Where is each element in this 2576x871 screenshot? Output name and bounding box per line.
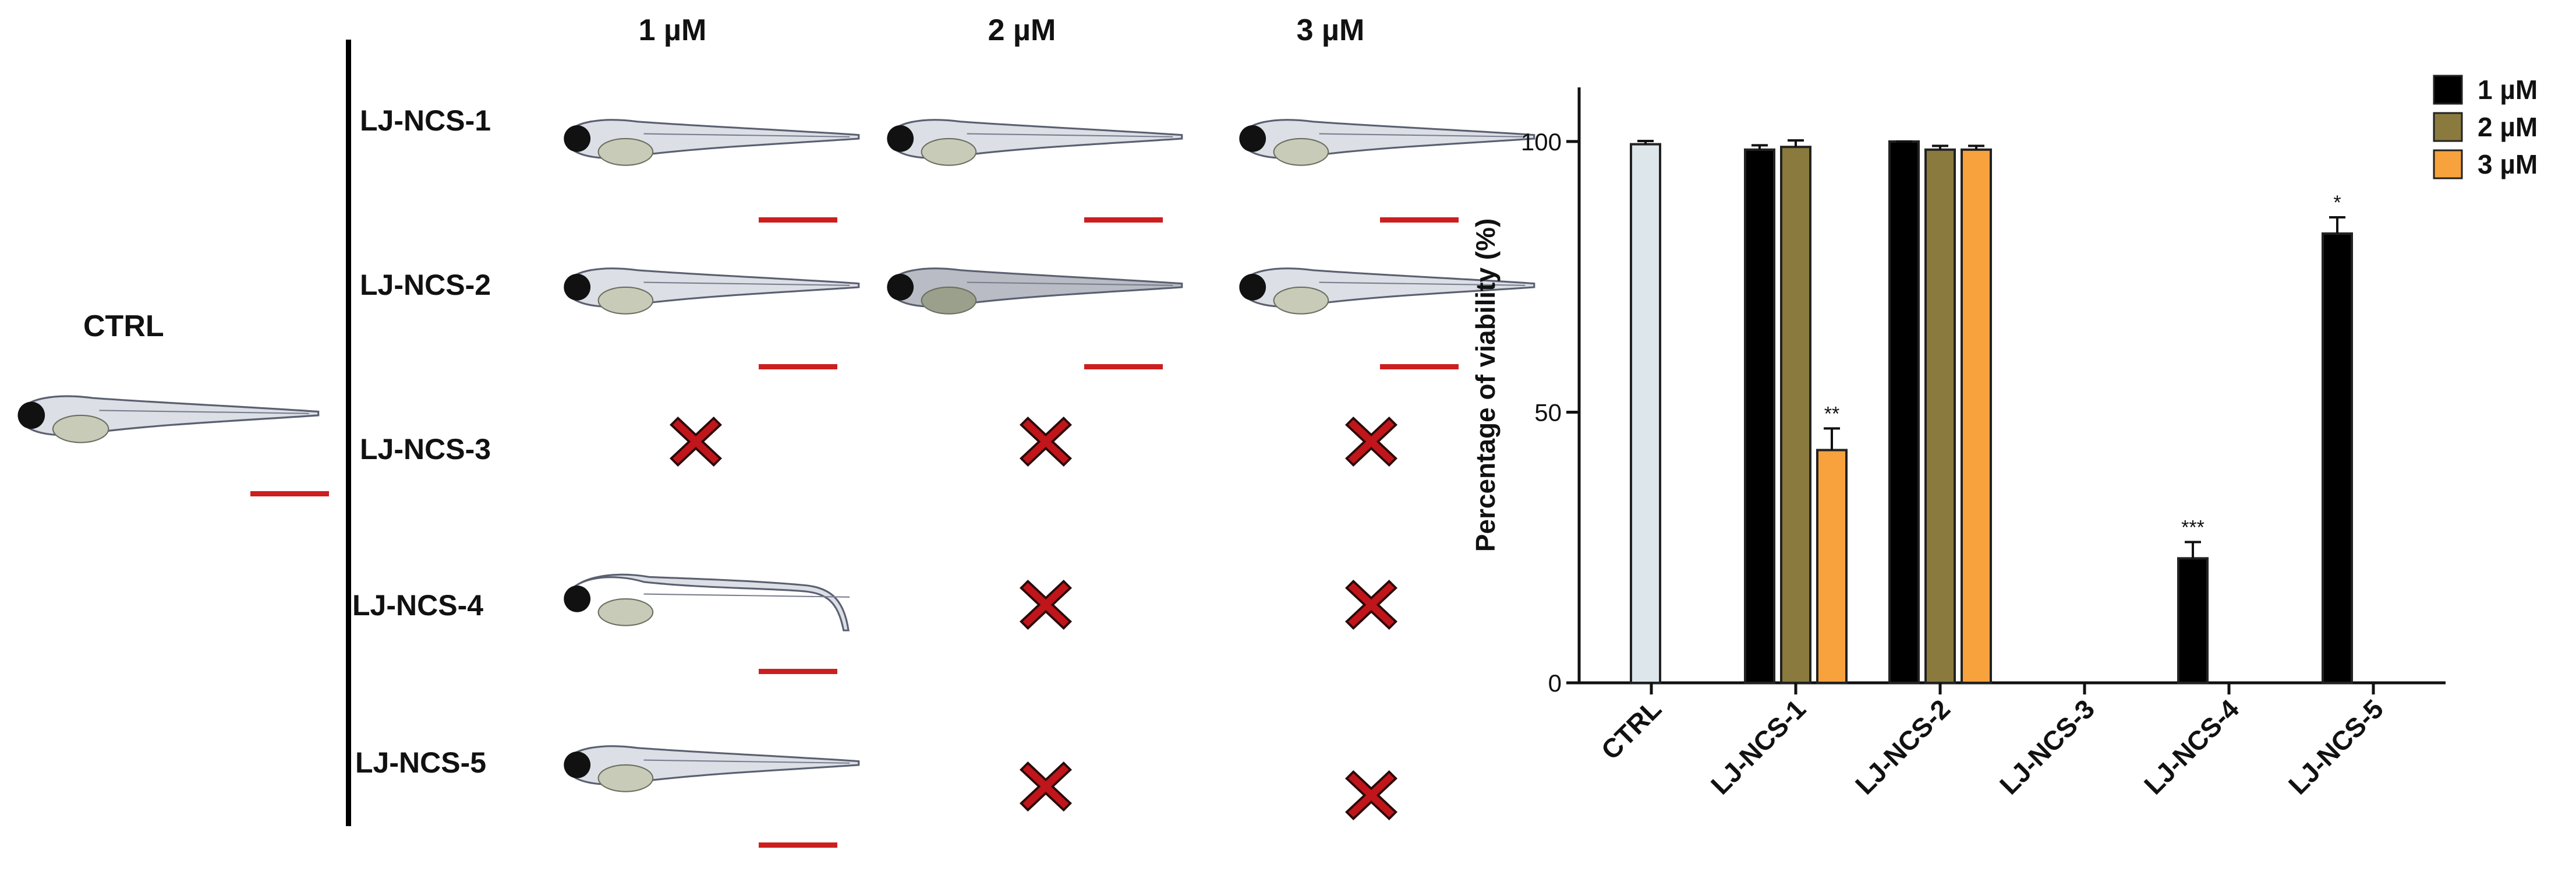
row-label-ljncs1: LJ-NCS-1 bbox=[360, 104, 491, 137]
zebrafish-image-r1-c1 bbox=[559, 102, 862, 181]
legend-swatch bbox=[2433, 75, 2463, 105]
zebrafish-image-r1-c3 bbox=[1234, 102, 1537, 181]
bar-lj-ncs-1-1 bbox=[1744, 148, 1775, 684]
y-tick-label: 0 bbox=[1548, 669, 1562, 697]
dead-x-mark-r5-c2 bbox=[1018, 759, 1074, 814]
dead-x-mark-r5-c3 bbox=[1343, 767, 1399, 823]
scale-bar bbox=[1380, 364, 1459, 369]
x-tick-label: LJ-NCS-3 bbox=[1994, 693, 2100, 800]
concentration-header-2: 2 µM bbox=[988, 13, 1056, 47]
y-tick-label: 50 bbox=[1534, 399, 1562, 426]
zebrafish-image-r1-c2 bbox=[882, 102, 1185, 181]
dead-x-mark-r3-c3 bbox=[1343, 414, 1399, 470]
dead-x-mark-r3-c1 bbox=[668, 414, 724, 470]
legend-label: 2 µM bbox=[2478, 112, 2538, 142]
dead-x-mark-r4-c3 bbox=[1343, 577, 1399, 633]
scale-bar bbox=[1380, 217, 1459, 223]
row-label-ljncs2: LJ-NCS-2 bbox=[360, 269, 491, 301]
zebrafish-image-r2-c2 bbox=[882, 251, 1185, 329]
scale-bar bbox=[759, 217, 837, 223]
zebrafish-image-r2-c3 bbox=[1234, 251, 1537, 329]
concentration-header-3: 3 µM bbox=[1296, 13, 1365, 47]
x-tick-label: LJ-NCS-2 bbox=[1849, 693, 1956, 800]
row-label-ljncs5: LJ-NCS-5 bbox=[355, 746, 487, 779]
zebrafish-image-r5-c1 bbox=[559, 728, 862, 807]
legend-label: 3 µM bbox=[2478, 149, 2538, 179]
x-tick-label: LJ-NCS-4 bbox=[2138, 693, 2245, 800]
bar-ctrl-1 bbox=[1630, 143, 1661, 684]
x-tick-label: LJ-NCS-1 bbox=[1705, 693, 1811, 800]
significance-stars: ** bbox=[1824, 403, 1839, 425]
dead-x-mark-r3-c2 bbox=[1018, 414, 1074, 470]
row-label-ljncs3: LJ-NCS-3 bbox=[360, 433, 491, 466]
legend-swatch bbox=[2433, 112, 2463, 142]
vertical-divider bbox=[346, 40, 351, 826]
legend-swatch bbox=[2433, 149, 2463, 179]
scale-bar bbox=[759, 842, 837, 848]
ctrl-label: CTRL bbox=[83, 309, 164, 343]
bar-lj-ncs-2-1 bbox=[1888, 140, 1920, 684]
y-tick-label: 100 bbox=[1521, 128, 1562, 156]
significance-stars: * bbox=[2333, 192, 2341, 214]
significance-stars: *** bbox=[2181, 516, 2205, 538]
bar-lj-ncs-4-1 bbox=[2177, 557, 2209, 684]
x-tick-label: CTRL bbox=[1595, 693, 1667, 765]
legend-label: 1 µM bbox=[2478, 75, 2538, 105]
scale-bar bbox=[1084, 364, 1163, 369]
zebrafish-image-ctrl bbox=[13, 379, 321, 457]
y-axis-title: Percentage of viability (%) bbox=[1470, 218, 1501, 552]
row-label-ljncs4: LJ-NCS-4 bbox=[352, 589, 484, 622]
bar-lj-ncs-5-1 bbox=[2322, 232, 2353, 684]
scale-bar bbox=[759, 669, 837, 674]
bar-lj-ncs-2-3 bbox=[1961, 148, 1992, 684]
dead-x-mark-r4-c2 bbox=[1018, 577, 1074, 633]
concentration-header-1: 1 µM bbox=[638, 13, 707, 47]
x-tick-label: LJ-NCS-5 bbox=[2283, 693, 2389, 800]
scale-bar bbox=[759, 364, 837, 369]
zebrafish-image-r2-c1 bbox=[559, 251, 862, 329]
zebrafish-image-r4-c1 bbox=[559, 542, 862, 661]
bar-lj-ncs-2-2 bbox=[1924, 148, 1956, 684]
bar-lj-ncs-1-3 bbox=[1816, 449, 1848, 684]
bar-lj-ncs-1-2 bbox=[1780, 146, 1811, 684]
scale-bar bbox=[250, 491, 329, 496]
scale-bar bbox=[1084, 217, 1163, 223]
